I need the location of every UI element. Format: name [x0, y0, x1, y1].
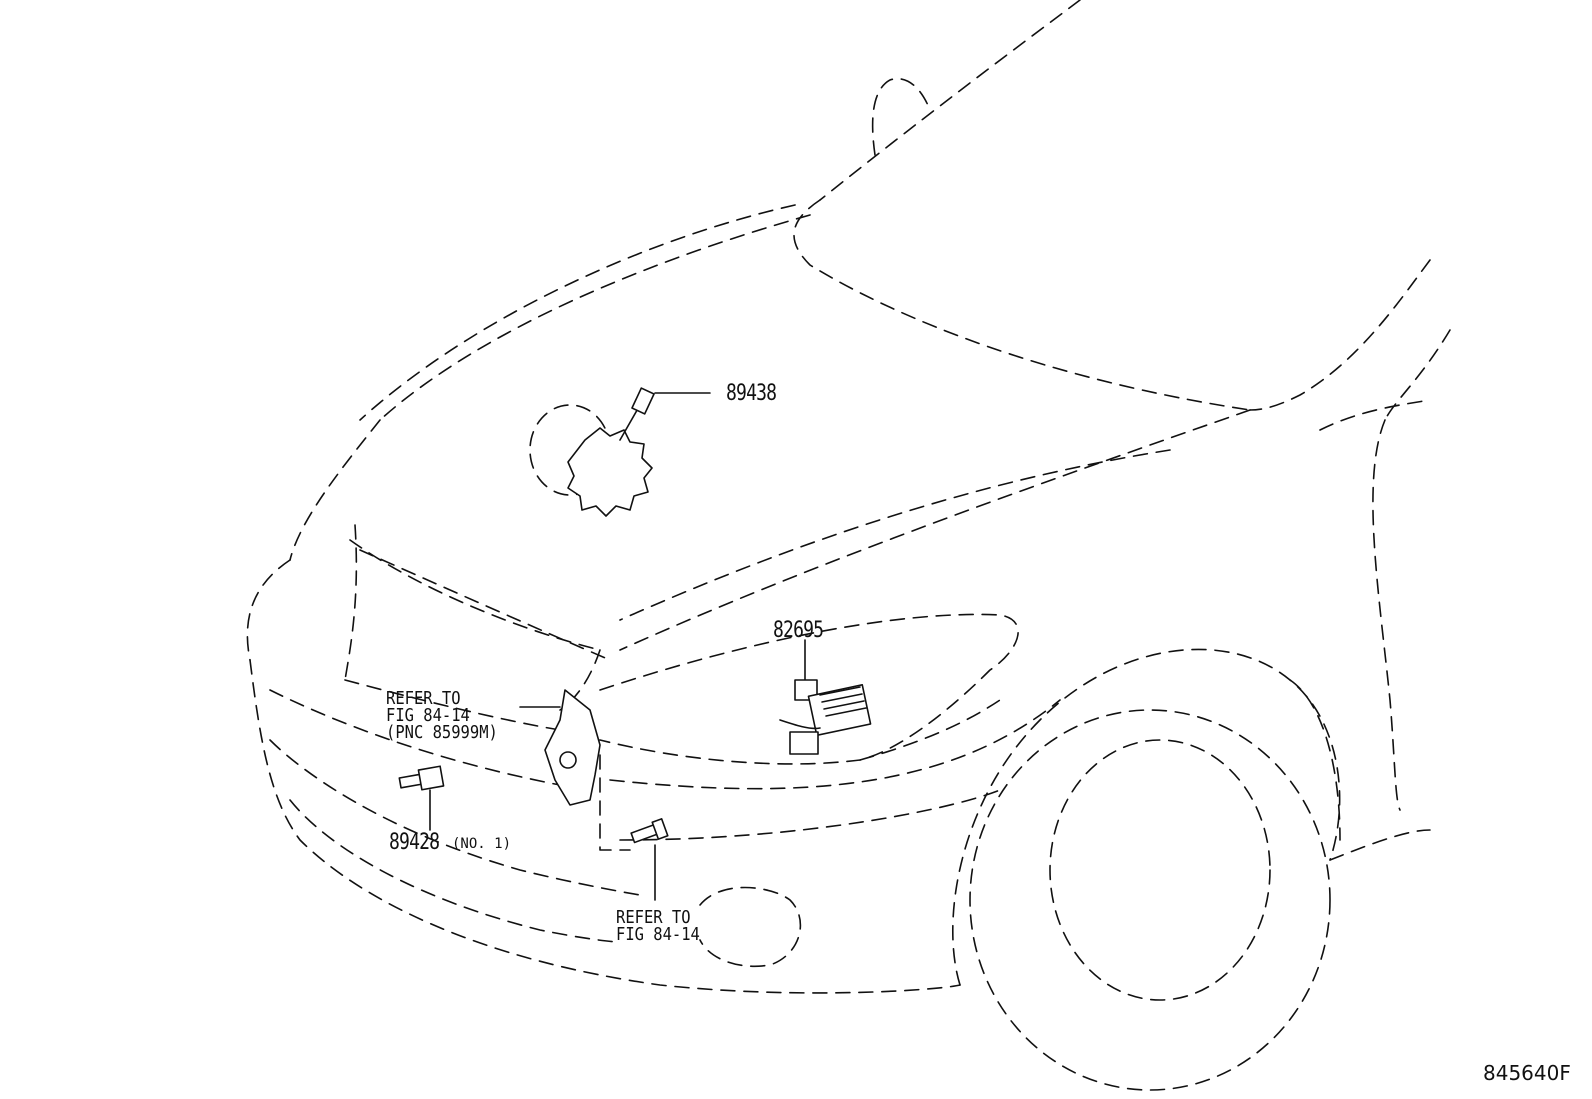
sensor-89428-icon — [398, 765, 445, 831]
refer-bottom-line1: REFER TO — [616, 907, 691, 928]
refer-bottom-line2: FIG 84-14 — [616, 924, 700, 945]
refer-bottom-label: REFER TO FIG 84-14 — [616, 907, 700, 945]
figure-id: 845640F — [1483, 1061, 1571, 1085]
car-outline — [246, 0, 1451, 1091]
bracket-icon — [519, 689, 631, 851]
module-82695-icon — [779, 639, 872, 755]
part-number-89428: 89428 — [389, 830, 440, 855]
refer-left-line3: (PNC 85999M) — [386, 722, 498, 743]
part-89428-note: (NO. 1) — [452, 836, 512, 852]
refer-left-label: REFER TO FIG 84-14 (PNC 85999M) — [386, 688, 498, 743]
refer-left-line1: REFER TO — [386, 688, 461, 709]
part-number-82695: 82695 — [773, 618, 824, 643]
refer-left-line2: FIG 84-14 — [386, 705, 470, 726]
horn-89438-icon — [529, 387, 711, 517]
part-number-89438: 89438 — [726, 381, 777, 406]
bolt-icon — [630, 818, 669, 901]
